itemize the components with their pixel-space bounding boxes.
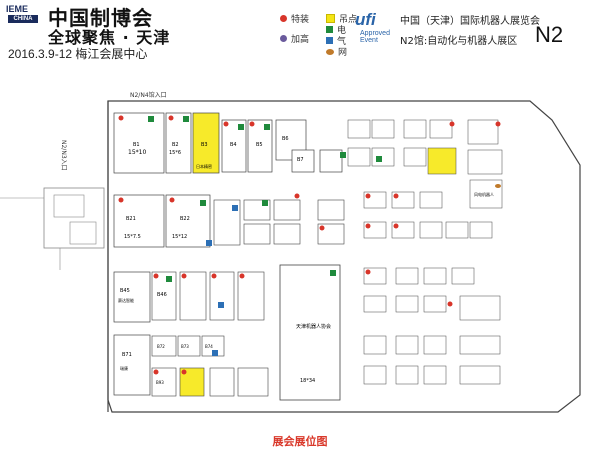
- purple-dot-icon: [280, 35, 287, 42]
- network-marker: [495, 184, 501, 188]
- yellow-square-icon: [326, 14, 335, 23]
- ieme-logo: IEME CHINA: [6, 4, 44, 32]
- legend-elevated: 加高: [280, 32, 309, 45]
- booth-label: B5: [256, 142, 263, 148]
- ufi-approved: Approved Event: [360, 30, 390, 44]
- booth-B2: [165, 112, 192, 174]
- green-square-icon: [326, 26, 333, 33]
- booth-B71: [113, 334, 151, 396]
- legend-gas: 气: [326, 34, 346, 47]
- hall-code: N2: [535, 22, 564, 47]
- expo-subtitle: 全球聚焦 · 天津: [48, 28, 171, 47]
- entrance-left-label: N2/N3入口: [60, 140, 67, 171]
- booth-B73: [177, 335, 201, 357]
- expo-title: 中国制博会: [48, 6, 153, 30]
- orange-oval-icon: [326, 48, 334, 55]
- booth-block: [209, 367, 235, 397]
- booth-row2: [317, 223, 345, 245]
- booth-B8: [319, 149, 343, 173]
- gas-markers: [206, 205, 238, 356]
- legend-network: 网: [326, 45, 347, 58]
- booth-note: 日本精密: [196, 163, 212, 169]
- booth-label: B93: [156, 380, 164, 385]
- booth-label: B4: [230, 142, 237, 148]
- entrance-annex: [43, 187, 105, 249]
- map-legend: 特装 加高 吊点 电 气 网: [280, 10, 370, 58]
- booth-note: 风电机器人: [474, 191, 494, 197]
- booth-B21: [113, 194, 165, 248]
- booth-B93: [151, 367, 177, 397]
- booth-block: [237, 367, 269, 397]
- booth-row2: [317, 199, 345, 221]
- ufi-logo: ufi: [355, 10, 376, 29]
- logo-text: IEME: [6, 4, 29, 14]
- legend-special: 特装: [280, 12, 309, 25]
- electric-markers: [148, 116, 382, 282]
- booth-label: B6: [282, 136, 289, 142]
- booth-size: 18*34: [300, 378, 315, 384]
- booth-label: B72: [157, 344, 165, 349]
- booth-label: B74: [205, 344, 213, 349]
- booth-row2: [273, 199, 301, 221]
- annex-room: [53, 194, 85, 218]
- booth-B1: [113, 112, 165, 174]
- hall-outline: [107, 100, 581, 413]
- booth-block: [209, 271, 235, 321]
- booth-block: [179, 271, 207, 321]
- booth-note: 天津机器人协会: [296, 323, 331, 330]
- booth-size: 15*10: [128, 149, 146, 156]
- booth-B3: [192, 112, 220, 174]
- booth-note: 瑞康: [120, 365, 128, 371]
- booth-row2: [243, 223, 271, 245]
- blue-square-icon: [326, 37, 333, 44]
- map-caption: 展会展位图: [272, 435, 328, 448]
- logo-sub-text: CHINA: [8, 15, 38, 23]
- booth-label: B45: [120, 288, 130, 294]
- booth-note: 赛达智能: [118, 297, 134, 303]
- booth-size: 15*6: [169, 150, 181, 156]
- booth-size: 15*12: [172, 234, 187, 240]
- legend-hanging: 吊点: [326, 12, 357, 25]
- booth-B7: [291, 149, 315, 173]
- booth-label: B21: [126, 216, 136, 222]
- booth-label: B3: [201, 142, 208, 148]
- booth-size: 15*7.5: [124, 234, 141, 240]
- booth-B50: [279, 264, 341, 401]
- hall-zone: N2馆:自动化与机器人展区: [400, 36, 518, 47]
- booth-row2: [273, 223, 301, 245]
- legend-electric: 电: [326, 23, 346, 36]
- booth-label: B7: [297, 157, 304, 163]
- booth-label: B46: [157, 292, 167, 298]
- exhibition-name: 中国（天津）国际机器人展览会: [400, 16, 540, 27]
- booth-label: B1: [133, 142, 140, 148]
- annex-room: [69, 221, 97, 245]
- entrance-top-label: N2/N4馆入口: [130, 91, 167, 99]
- special-markers: [118, 115, 501, 375]
- booth-B72: [151, 335, 177, 357]
- booth-label: B71: [122, 352, 132, 358]
- red-dot-icon: [280, 15, 287, 22]
- booth-block: [237, 271, 265, 321]
- booth-label: B2: [172, 142, 179, 148]
- date-venue: 2016.3.9-12 梅江会展中心: [8, 47, 148, 61]
- booth-label: B22: [180, 216, 190, 222]
- right-booth-grid: 风电机器人: [347, 119, 503, 385]
- booth-label: B73: [181, 344, 189, 349]
- booth-B45: [113, 271, 151, 323]
